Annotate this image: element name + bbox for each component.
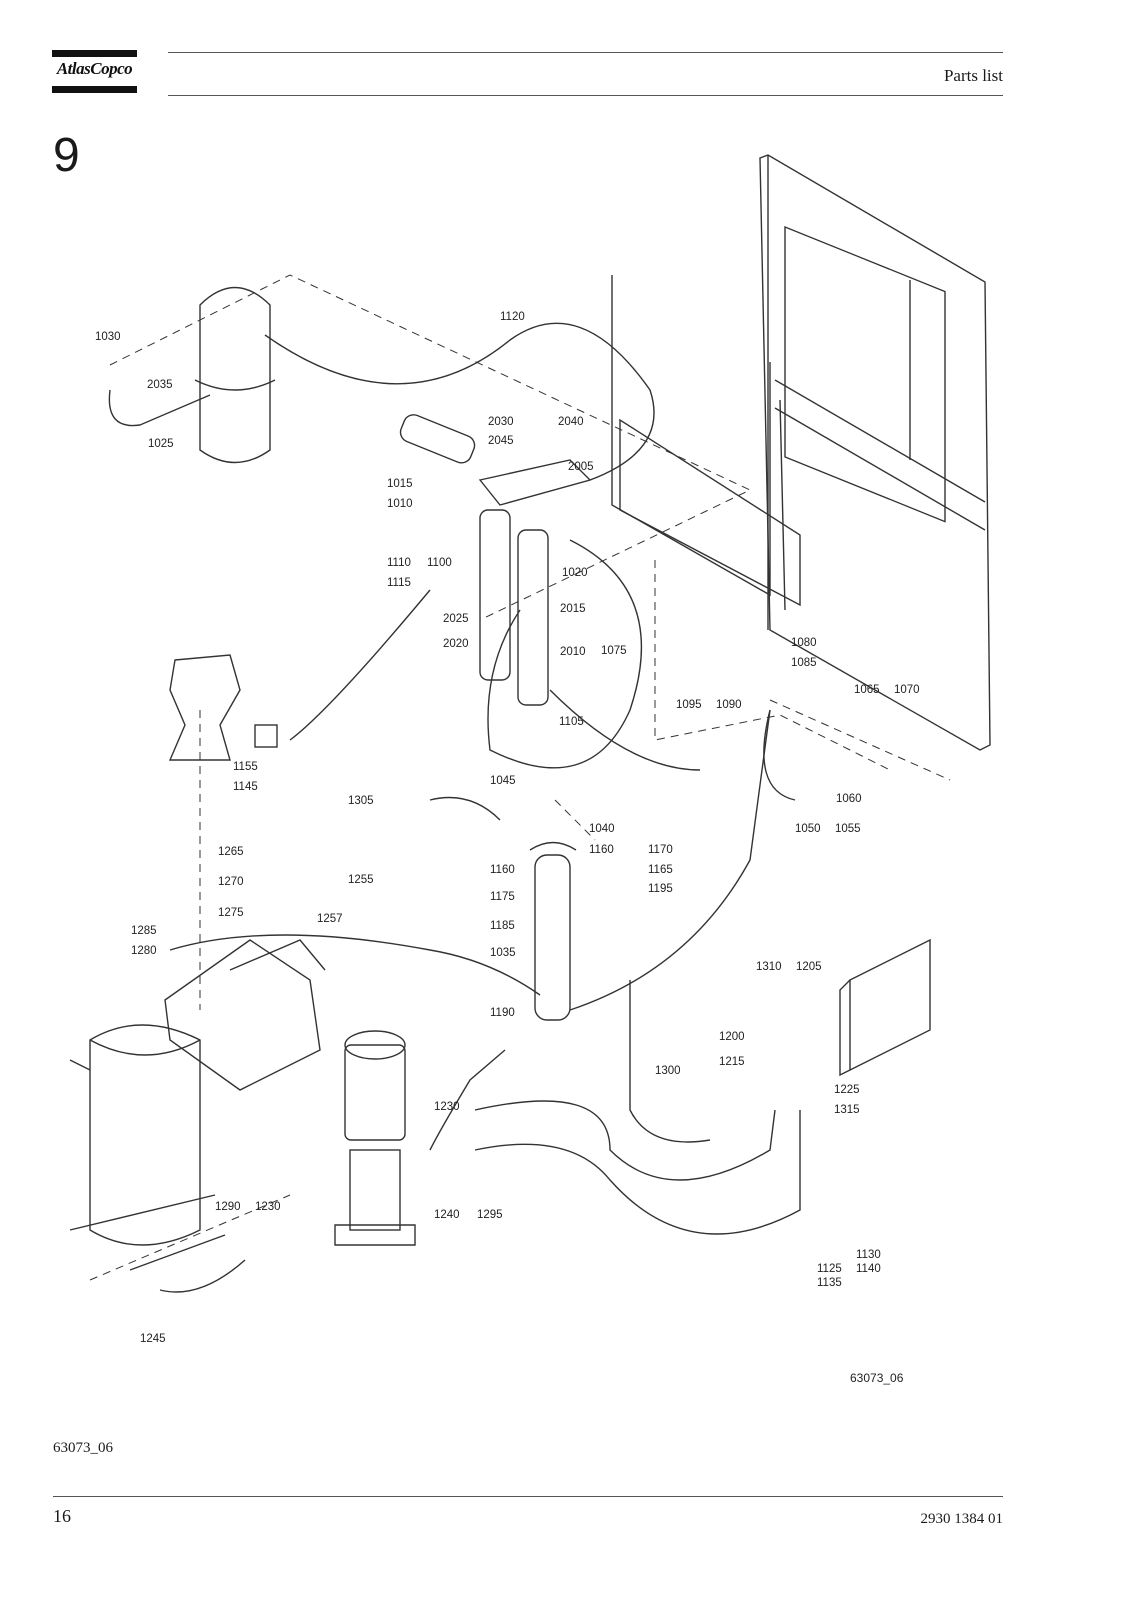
part-labels: 1030 2035 1025 1120 2030 2045 2040 2005 … bbox=[95, 311, 920, 1345]
part-label: 1230 bbox=[434, 1101, 460, 1113]
part-label: 1110 bbox=[387, 557, 411, 569]
part-label: 1160 bbox=[490, 864, 515, 876]
part-label: 1290 bbox=[215, 1201, 241, 1213]
part-label: 1080 bbox=[791, 637, 817, 649]
part-label: 1170 bbox=[648, 844, 673, 856]
part-label: 1015 bbox=[387, 478, 413, 490]
part-label: 2020 bbox=[443, 638, 469, 650]
part-label: 1200 bbox=[719, 1031, 745, 1043]
footer-rule bbox=[53, 1496, 1003, 1497]
part-label: 2010 bbox=[560, 646, 586, 658]
part-label: 1070 bbox=[894, 684, 920, 696]
part-label: 1140 bbox=[856, 1263, 881, 1275]
part-label: 2030 bbox=[488, 416, 514, 428]
part-label: 1265 bbox=[218, 846, 244, 858]
part-label: 1155 bbox=[233, 761, 258, 773]
part-label: 1145 bbox=[233, 781, 258, 793]
part-label: 2015 bbox=[560, 603, 586, 615]
part-label: 1090 bbox=[716, 699, 742, 711]
atlas-copco-logo: AtlasCopco bbox=[52, 50, 137, 93]
part-label: 1245 bbox=[140, 1333, 166, 1345]
part-label: 2040 bbox=[558, 416, 584, 428]
part-label: 1130 bbox=[856, 1249, 881, 1261]
part-label: 1190 bbox=[490, 1007, 515, 1019]
document-number: 2930 1384 01 bbox=[920, 1511, 1004, 1527]
part-label: 1035 bbox=[490, 947, 516, 959]
part-label: 1195 bbox=[648, 883, 673, 895]
part-label: 1115 bbox=[387, 577, 411, 589]
part-label: 1300 bbox=[655, 1065, 681, 1077]
header-rule-top bbox=[168, 52, 1003, 53]
header-title: Parts list bbox=[943, 66, 1003, 85]
part-label: 1225 bbox=[834, 1084, 860, 1096]
part-label: 1270 bbox=[218, 876, 244, 888]
part-label: 1120 bbox=[500, 311, 525, 323]
part-label: 1010 bbox=[387, 498, 413, 510]
header-rule-bottom bbox=[168, 95, 1003, 96]
part-label: 1095 bbox=[676, 699, 702, 711]
part-label: 1085 bbox=[791, 657, 817, 669]
section-number: 9 bbox=[53, 129, 80, 182]
drawing-code: 63073_06 bbox=[850, 1371, 904, 1385]
part-label: 1060 bbox=[836, 793, 862, 805]
parts-drawing-svg: 1030 2035 1025 1120 2030 2045 2040 2005 … bbox=[69, 154, 991, 1385]
part-label: 1045 bbox=[490, 775, 516, 787]
part-label: 1315 bbox=[834, 1104, 860, 1116]
logo-bar-top bbox=[52, 50, 137, 57]
part-label: 2035 bbox=[147, 379, 173, 391]
part-label: 1280 bbox=[131, 945, 157, 957]
part-label: 1125 bbox=[817, 1263, 842, 1275]
part-label: 1030 bbox=[95, 331, 121, 343]
part-label: 1255 bbox=[348, 874, 374, 886]
part-label: 2005 bbox=[568, 461, 594, 473]
part-label: 1215 bbox=[719, 1056, 745, 1068]
part-label: 1160 bbox=[589, 844, 614, 856]
part-label: 2045 bbox=[488, 435, 514, 447]
part-label: 1305 bbox=[348, 795, 374, 807]
logo-wordmark: AtlasCopco bbox=[56, 59, 133, 78]
part-label: 1165 bbox=[648, 864, 673, 876]
part-label: 1275 bbox=[218, 907, 244, 919]
part-label: 1295 bbox=[477, 1209, 503, 1221]
part-label: 1205 bbox=[796, 961, 822, 973]
part-label: 1257 bbox=[317, 913, 343, 925]
exploded-parts-drawing: 1030 2035 1025 1120 2030 2045 2040 2005 … bbox=[50, 150, 1010, 1410]
part-label: 1025 bbox=[148, 438, 174, 450]
part-label: 1285 bbox=[131, 925, 157, 937]
part-label: 1055 bbox=[835, 823, 861, 835]
part-label: 1040 bbox=[589, 823, 615, 835]
part-label: 1075 bbox=[601, 645, 627, 657]
part-label: 2025 bbox=[443, 613, 469, 625]
part-label: 1100 bbox=[427, 557, 452, 569]
part-label: 1310 bbox=[756, 961, 782, 973]
part-label: 1020 bbox=[562, 567, 588, 579]
part-label: 1050 bbox=[795, 823, 821, 835]
page-number: 16 bbox=[53, 1506, 71, 1526]
part-label: 1135 bbox=[817, 1277, 842, 1289]
part-label: 1065 bbox=[854, 684, 880, 696]
part-label: 1240 bbox=[434, 1209, 460, 1221]
part-label: 1175 bbox=[490, 891, 515, 903]
part-label: 1185 bbox=[490, 920, 515, 932]
figure-reference: 63073_06 bbox=[53, 1440, 113, 1456]
part-label: 1230 bbox=[255, 1201, 281, 1213]
logo-bar-bottom bbox=[52, 86, 137, 93]
part-label: 1105 bbox=[559, 716, 584, 728]
